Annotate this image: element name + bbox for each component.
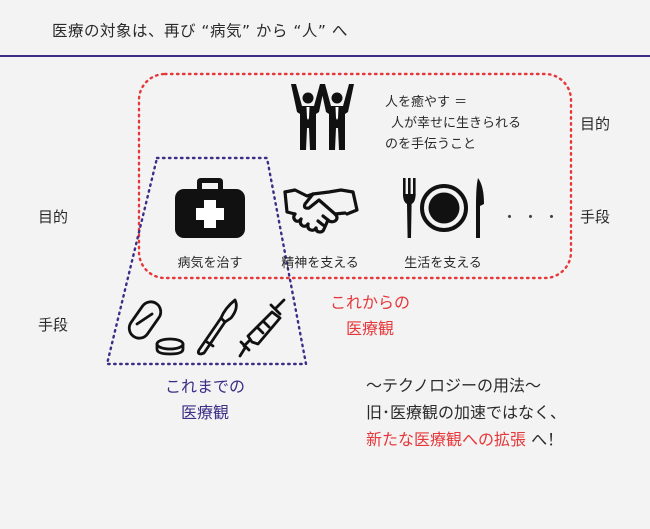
technology-line-2: 旧･医療観の加速ではなく、 bbox=[366, 403, 567, 422]
past-medical-view-frame bbox=[105, 156, 308, 366]
future-medical-view-frame bbox=[137, 72, 573, 280]
past-view-caption: これまでの 医療観 bbox=[145, 374, 265, 426]
past-caption-line-2: 医療観 bbox=[180, 403, 229, 422]
means-label-left: 手段 bbox=[38, 316, 69, 334]
medical-kit-icon bbox=[175, 178, 245, 238]
purpose-statement: 人を癒やす ＝ 人が幸せに生きられる のを手伝うこと bbox=[385, 92, 521, 155]
technology-line-1: 〜テクノロジーの用法〜 bbox=[366, 376, 542, 395]
purpose-line-2: 人が幸せに生きられる bbox=[391, 116, 522, 131]
dining-icon bbox=[403, 178, 484, 238]
support-mind-label: 精神を支える bbox=[281, 256, 359, 271]
technology-line-3: 新たな医療観への拡張 へ！ bbox=[366, 426, 566, 453]
purpose-line-1: 人を癒やす ＝ bbox=[385, 95, 468, 110]
past-caption-line-1: これまでの bbox=[164, 377, 245, 396]
means-label-right: 手段 bbox=[580, 208, 611, 226]
future-caption-line-1: これからの bbox=[329, 293, 410, 312]
technology-usage-text: 〜テクノロジーの用法〜 旧･医療観の加速ではなく、 新たな医療観への拡張 へ！ bbox=[366, 372, 566, 453]
purpose-label-left: 目的 bbox=[38, 208, 69, 226]
technology-accent-text: 新たな医療観への拡張 bbox=[366, 430, 527, 449]
page-title: 医療の対象は、再び “病気” から “人” へ bbox=[52, 22, 348, 40]
purpose-label-right: 目的 bbox=[580, 115, 611, 133]
future-view-caption: これからの 医療観 bbox=[310, 290, 430, 342]
more-ellipsis: ・・・ bbox=[502, 208, 566, 226]
people-cheering-icon bbox=[291, 84, 354, 150]
pills-icon bbox=[127, 300, 185, 356]
support-life-label: 生活を支える bbox=[404, 256, 482, 271]
scalpel-icon bbox=[196, 298, 238, 356]
future-caption-line-2: 医療観 bbox=[345, 319, 394, 338]
cure-disease-label: 病気を治す bbox=[177, 256, 243, 271]
technology-line-3-rest: へ！ bbox=[526, 430, 564, 449]
handshake-icon bbox=[283, 188, 359, 234]
title-underline bbox=[0, 55, 650, 57]
purpose-line-3: のを手伝うこと bbox=[385, 137, 477, 152]
syringe-icon bbox=[238, 298, 286, 358]
